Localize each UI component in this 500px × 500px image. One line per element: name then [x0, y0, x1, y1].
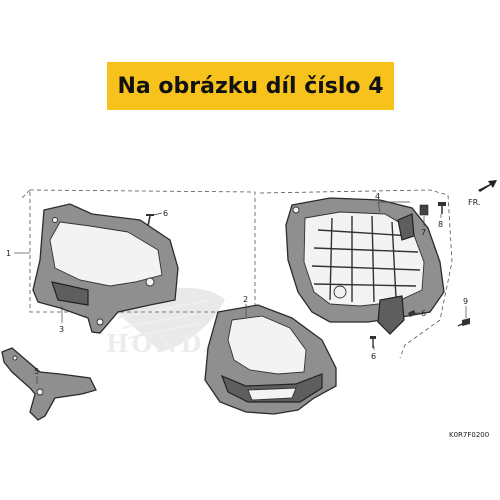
screw-9	[457, 318, 470, 327]
title-banner: Na obrázku díl číslo 4	[107, 62, 394, 110]
assembly-frame-4	[259, 189, 453, 359]
screw-8	[438, 202, 446, 214]
honda-watermark-text: HONDA	[106, 329, 226, 358]
clip-7	[419, 204, 429, 216]
part-4-meter-case	[285, 197, 445, 335]
part-2-meter-panel	[204, 304, 337, 415]
part-5-bracket	[1, 347, 97, 421]
diagram-code: K0R7F0200	[449, 431, 489, 439]
screw-6b	[408, 310, 416, 317]
callout-1: 1	[6, 249, 11, 258]
callout-6b: 6	[421, 309, 426, 318]
callout-4: 4	[375, 192, 380, 201]
leader-lines	[14, 201, 467, 384]
callout-9: 9	[463, 297, 468, 306]
callout-7: 7	[421, 228, 426, 237]
fr-label: FR.	[468, 198, 480, 207]
callout-6a: 6	[163, 209, 168, 218]
callout-5: 5	[34, 367, 39, 376]
callout-8: 8	[438, 220, 443, 229]
title-banner-text: Na obrázku díl číslo 4	[117, 73, 384, 99]
front-direction-arrow: FR.	[468, 180, 497, 207]
callout-2: 2	[243, 295, 248, 304]
part-3-meter-cover	[32, 203, 179, 334]
callout-6c: 6	[371, 352, 376, 361]
assembly-frame-1b	[21, 189, 31, 199]
screw-6c	[370, 336, 376, 348]
screw-6a	[146, 214, 154, 227]
callout-3: 3	[59, 325, 64, 334]
